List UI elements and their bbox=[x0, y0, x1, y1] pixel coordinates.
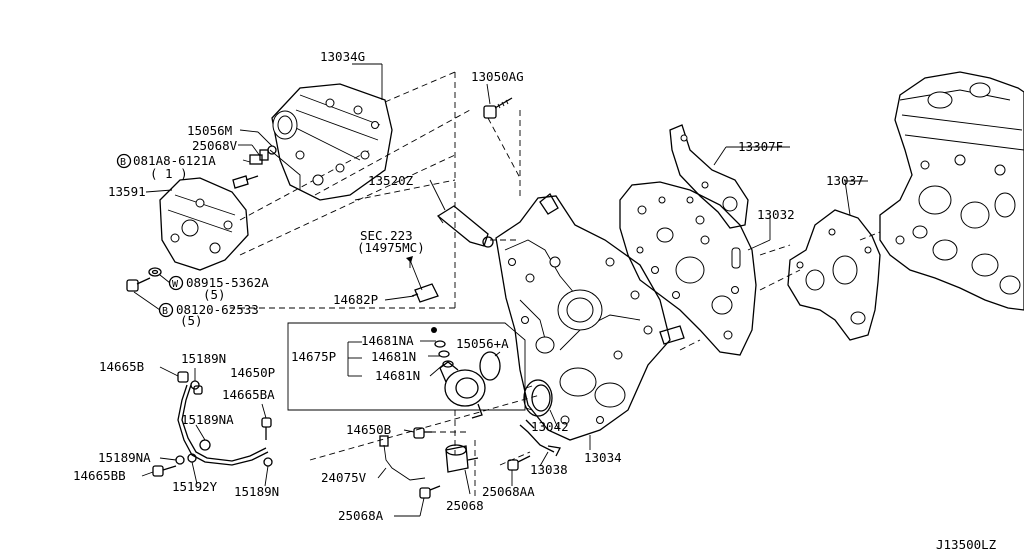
assembly-dashed-lines bbox=[230, 71, 881, 500]
sensor-25068 bbox=[445, 444, 479, 473]
label-13520Z: 13520Z bbox=[368, 173, 414, 188]
label-14665B: 14665B bbox=[99, 359, 144, 374]
label-14681NA: 14681NA bbox=[361, 333, 414, 348]
label-13038: 13038 bbox=[530, 462, 568, 477]
harness-24075V bbox=[379, 435, 426, 481]
label-15189N-top: 15189N bbox=[181, 351, 226, 366]
pointer-13038 bbox=[519, 419, 561, 457]
label-15056A: 15056+A bbox=[456, 336, 509, 351]
label-15056M: 15056M bbox=[187, 123, 232, 138]
bolt-25068A bbox=[419, 485, 441, 499]
label-14681N-a: 14681N bbox=[371, 349, 416, 364]
label-14675P: 14675P bbox=[291, 349, 336, 364]
label-15192Y: 15192Y bbox=[172, 479, 218, 494]
label-13591: 13591 bbox=[108, 184, 146, 199]
front-cover-13034 bbox=[495, 193, 685, 441]
label-15189N-bot: 15189N bbox=[234, 484, 279, 499]
circle-mark-b1: B bbox=[120, 157, 126, 168]
label-14682P: 14682P bbox=[333, 292, 378, 307]
washer-bolt-left bbox=[126, 267, 162, 292]
circle-mark-b2: B bbox=[162, 306, 168, 317]
label-081A8-qty: ( 1 ) bbox=[150, 166, 188, 181]
label-13037: 13037 bbox=[826, 173, 864, 188]
label-13307F: 13307F bbox=[738, 139, 783, 154]
upper-cover-13034G bbox=[269, 83, 393, 201]
label-13050AG: 13050AG bbox=[471, 69, 524, 84]
label-15189NA-top: 15189NA bbox=[181, 412, 234, 427]
bolt-13050AG bbox=[483, 97, 513, 119]
oil-pump-14650P bbox=[431, 327, 501, 419]
label-08120-qty: (5) bbox=[180, 313, 203, 328]
label-25068AA: 25068AA bbox=[482, 484, 535, 499]
label-15189NA-left: 15189NA bbox=[98, 450, 151, 465]
label-14650P: 14650P bbox=[230, 365, 275, 380]
label-25068: 25068 bbox=[446, 498, 484, 513]
label-14665BB: 14665BB bbox=[73, 468, 126, 483]
label-13042: 13042 bbox=[531, 419, 569, 434]
label-14681N-b: 14681N bbox=[375, 368, 420, 383]
leader-lines bbox=[133, 63, 868, 517]
label-08120-62533: 08120-62533 bbox=[176, 302, 259, 317]
label-081A8-6121A: 081A8-6121A bbox=[133, 153, 216, 168]
circle-markers: B W B bbox=[116, 153, 184, 318]
label-13034G: 13034G bbox=[320, 49, 365, 64]
engine-block bbox=[879, 71, 1024, 311]
label-sec223: SEC.223 bbox=[360, 228, 413, 243]
small-fittings bbox=[232, 145, 277, 189]
tensioner-13520Z bbox=[436, 205, 494, 248]
seal-13042 bbox=[523, 379, 553, 417]
plate-13032 bbox=[619, 181, 757, 356]
bolt-25068AA bbox=[507, 455, 531, 471]
label-sec223-sub: (14975MC) bbox=[357, 240, 425, 255]
label-24075V: 24075V bbox=[321, 470, 367, 485]
circle-mark-w1: W bbox=[172, 279, 179, 290]
bolt-14650B bbox=[413, 427, 432, 439]
gasket-13307F bbox=[669, 124, 749, 229]
label-14665BA: 14665BA bbox=[222, 387, 275, 402]
diagram-id: J13500LZ bbox=[936, 537, 997, 552]
oil-pump-group-box bbox=[287, 322, 526, 411]
label-13034: 13034 bbox=[584, 450, 622, 465]
part-labels: 13034G 13050AG 15056M 25068V 081A8-6121A… bbox=[73, 49, 997, 552]
label-14650B: 14650B bbox=[346, 422, 391, 437]
oil-pipe-15192Y bbox=[152, 371, 273, 477]
label-25068V: 25068V bbox=[192, 138, 238, 153]
gasket-13037 bbox=[787, 209, 881, 341]
label-25068A: 25068A bbox=[338, 508, 384, 523]
cover-13591 bbox=[159, 177, 249, 271]
label-08915-5362A: 08915-5362A bbox=[186, 275, 269, 290]
label-08915-qty: (5) bbox=[203, 287, 226, 302]
label-13032: 13032 bbox=[757, 207, 795, 222]
sensor-14682P bbox=[406, 256, 439, 303]
